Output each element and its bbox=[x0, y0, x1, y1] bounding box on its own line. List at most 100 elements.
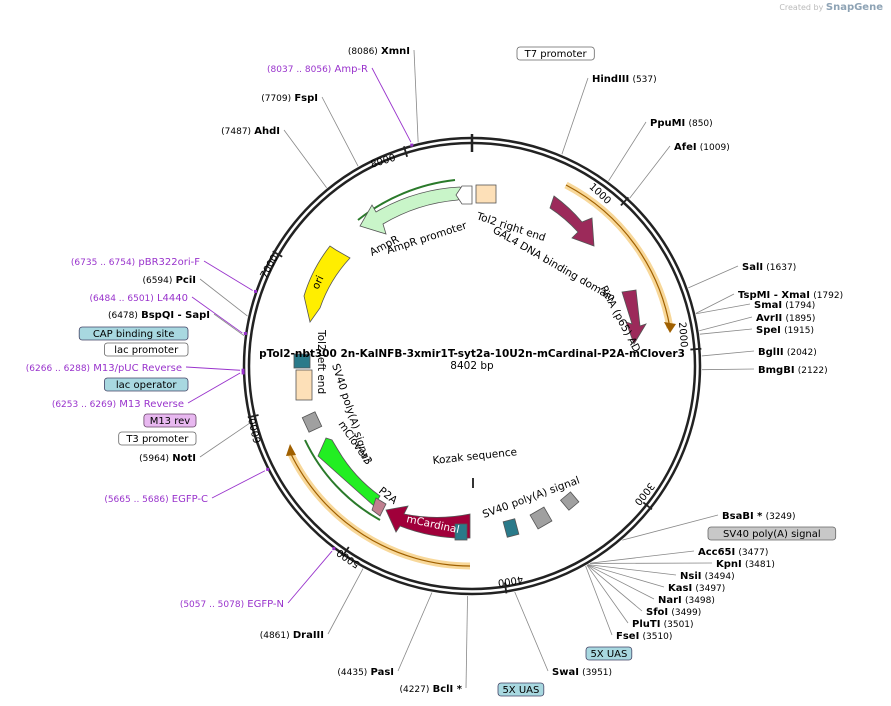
enzyme-label-18[interactable]: FseI (3510) bbox=[616, 631, 672, 642]
enzyme-label-15[interactable]: NarI (3498) bbox=[658, 595, 715, 606]
feature-label-ori: ori bbox=[310, 274, 327, 291]
primer-label-3[interactable]: (6266 .. 6288) M13/pUC Reverse bbox=[26, 363, 182, 374]
leader-line bbox=[699, 316, 753, 332]
boxed-label-5[interactable]: T3 promoter bbox=[118, 431, 197, 446]
uas-box-2 bbox=[502, 518, 520, 538]
mclover-inner-line bbox=[304, 439, 381, 521]
enzyme-label-6[interactable]: AvrII (1895) bbox=[756, 313, 815, 324]
ampr-arrow bbox=[359, 186, 463, 235]
sv40-pa-right-box-1 bbox=[529, 506, 553, 530]
boxed-label-text: lac promoter bbox=[114, 345, 179, 356]
primer-label-0[interactable]: (8037 .. 8056) Amp-R bbox=[267, 64, 368, 75]
primer-label-4[interactable]: (6253 .. 6269) M13 Reverse bbox=[52, 399, 184, 410]
primer-label-2[interactable]: (6484 .. 6501) L4440 bbox=[90, 293, 188, 304]
tick-mark bbox=[247, 414, 259, 419]
plasmid-name: pTol2-nbt300 2n-KalNFB-3xmir1T-syt2a-10U… bbox=[259, 348, 685, 360]
boxed-label-7[interactable]: 5X UAS bbox=[585, 646, 633, 661]
enzyme-label-left-7[interactable]: (4435) PasI bbox=[337, 667, 394, 678]
primer-leader bbox=[185, 366, 241, 371]
enzyme-label-1[interactable]: PpuMI (850) bbox=[650, 118, 713, 129]
leader-line bbox=[587, 564, 655, 600]
mcardinal-orange-arrowhead bbox=[286, 444, 296, 456]
enzyme-label-9[interactable]: BmgBI (2122) bbox=[758, 365, 828, 376]
primer-leader bbox=[371, 67, 412, 143]
boxed-label-1[interactable]: CAP binding site bbox=[78, 326, 189, 341]
enzyme-label-8[interactable]: BglII (2042) bbox=[758, 347, 817, 358]
leader-line bbox=[585, 565, 613, 636]
primer-site-mark bbox=[332, 547, 336, 551]
enzyme-label-4[interactable]: TspMI - XmaI (1792) bbox=[738, 290, 843, 301]
leader-line bbox=[701, 350, 755, 357]
brand-name: SnapGene bbox=[825, 2, 883, 13]
boxed-label-text: T7 promoter bbox=[524, 49, 588, 60]
primer-leader bbox=[203, 260, 253, 291]
tick-label: 3000 bbox=[632, 480, 656, 507]
boxed-label-4[interactable]: M13 rev bbox=[143, 413, 197, 428]
brand-prefix: Created by bbox=[779, 3, 824, 12]
boxed-label-0[interactable]: T7 promoter bbox=[516, 46, 595, 61]
boxed-label-bg bbox=[516, 46, 595, 61]
tick-label: 2000 bbox=[676, 322, 689, 348]
enzyme-label-17[interactable]: PluTI (3501) bbox=[632, 619, 694, 630]
boxed-label-bg bbox=[118, 431, 197, 446]
primer-label-1[interactable]: (6735 .. 6754) pBR322ori-F bbox=[71, 257, 200, 268]
tick-mark bbox=[642, 501, 653, 511]
boxed-label-bg bbox=[104, 377, 189, 392]
enzyme-label-left-0[interactable]: (8086) XmnI bbox=[348, 46, 410, 57]
primer-label-5[interactable]: (5665 .. 5686) EGFP-C bbox=[104, 494, 208, 505]
boxed-label-3[interactable]: lac operator bbox=[104, 377, 189, 392]
boxed-label-2[interactable]: lac promoter bbox=[104, 342, 189, 357]
enzyme-label-19[interactable]: SwaI (3951) bbox=[552, 667, 612, 678]
enzyme-label-2[interactable]: AfeI (1009) bbox=[674, 142, 730, 153]
sv40-pa-left-box bbox=[301, 411, 323, 433]
enzyme-label-10[interactable]: BsaBI * (3249) bbox=[722, 511, 796, 522]
primer-label-6[interactable]: (5057 .. 5078) EGFP-N bbox=[180, 599, 284, 610]
leader-line bbox=[514, 591, 549, 672]
enzyme-label-left-5[interactable]: (5964) NotI bbox=[139, 453, 196, 464]
leader-line bbox=[701, 368, 755, 371]
leader-line bbox=[321, 96, 359, 167]
boxed-label-bg bbox=[143, 413, 197, 428]
enzyme-label-13[interactable]: NsiI (3494) bbox=[680, 571, 735, 582]
primer-site-mark bbox=[410, 143, 414, 147]
leader-line bbox=[283, 129, 327, 189]
leader-line bbox=[695, 303, 751, 315]
rela-arrow bbox=[621, 289, 647, 345]
enzyme-label-16[interactable]: SfoI (3499) bbox=[646, 607, 701, 618]
boxed-label-bg bbox=[585, 646, 633, 661]
tick-mark bbox=[403, 146, 409, 158]
enzyme-label-left-6[interactable]: (4861) DraIII bbox=[260, 630, 324, 641]
lac-feature-stack bbox=[293, 353, 311, 369]
tick-label: 8000 bbox=[369, 153, 397, 171]
enzyme-label-12[interactable]: KpnI (3481) bbox=[716, 559, 775, 570]
enzyme-label-0[interactable]: HindIII (537) bbox=[592, 74, 657, 85]
enzyme-label-14[interactable]: KasI (3497) bbox=[668, 583, 725, 594]
gal4-orange-arrowhead bbox=[664, 322, 676, 333]
enzyme-label-3[interactable]: SalI (1637) bbox=[742, 262, 796, 273]
enzyme-label-left-8[interactable]: (4227) BclI * bbox=[399, 684, 462, 695]
enzyme-label-left-1[interactable]: (7709) FspI bbox=[261, 93, 318, 104]
enzyme-label-5[interactable]: SmaI (1794) bbox=[754, 300, 815, 311]
leader-line bbox=[561, 77, 589, 155]
primer-leader bbox=[211, 470, 266, 499]
boxed-label-bg bbox=[104, 342, 189, 357]
boxed-label-8[interactable]: 5X UAS bbox=[497, 682, 545, 697]
enzyme-label-left-2[interactable]: (7487) AhdI bbox=[221, 126, 280, 137]
boxed-label-text: M13 rev bbox=[150, 416, 191, 427]
boxed-label-text: lac operator bbox=[116, 380, 177, 391]
enzyme-label-7[interactable]: SpeI (1915) bbox=[756, 325, 814, 336]
feature-label-ampr: AmpR bbox=[368, 233, 401, 258]
feature-label-kozak: Kozak sequence bbox=[432, 446, 518, 467]
boxed-label-bg bbox=[497, 682, 545, 697]
leader-lines bbox=[185, 49, 755, 689]
enzyme-label-left-3[interactable]: (6594) PciI bbox=[142, 275, 196, 286]
enzyme-label-left-4[interactable]: (6478) BspQI - SapI bbox=[108, 310, 210, 321]
leader-line bbox=[397, 592, 433, 672]
gal4-orange-line bbox=[565, 184, 671, 329]
enzyme-label-11[interactable]: Acc65I (3477) bbox=[698, 547, 768, 558]
tick-label: 4000 bbox=[497, 573, 524, 588]
leader-line bbox=[695, 293, 735, 314]
annotation-labels: HindIII (537) PpuMI (850) AfeI (1009) SalI … bbox=[26, 46, 843, 697]
leader-line bbox=[587, 564, 665, 588]
boxed-label-6[interactable]: SV40 poly(A) signal bbox=[707, 526, 837, 541]
